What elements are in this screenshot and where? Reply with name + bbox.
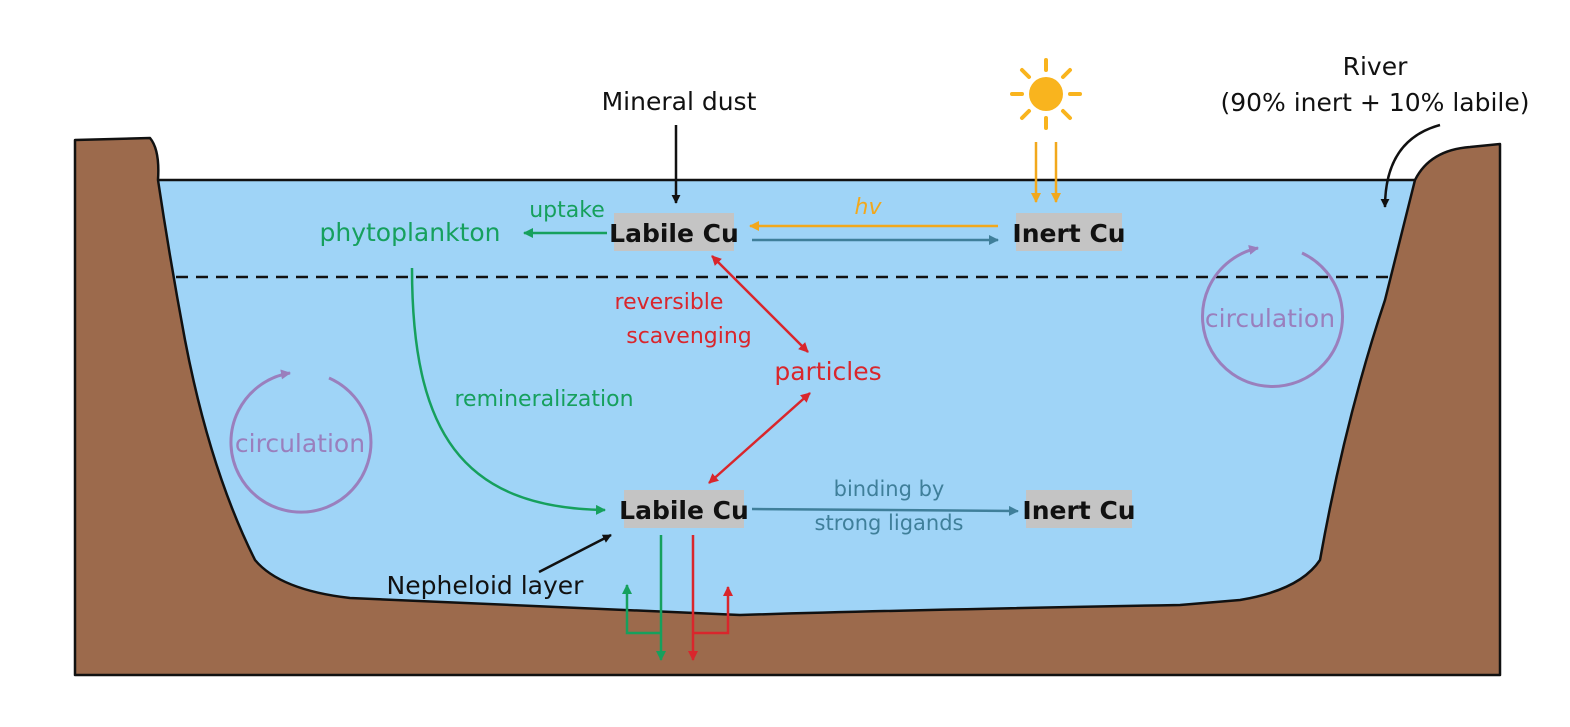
- inert-cu-surface-box: Inert Cu: [1012, 213, 1126, 251]
- phytoplankton-label: phytoplankton: [319, 218, 500, 247]
- reversible-label: reversible: [615, 290, 724, 315]
- scavenging-label: scavenging: [626, 324, 752, 349]
- mineral-dust-label: Mineral dust: [602, 87, 757, 116]
- circulation-right-label: circulation: [1205, 304, 1335, 333]
- labile-cu-surface-box: Labile Cu: [609, 213, 739, 251]
- inert-cu-deep-label: Inert Cu: [1022, 496, 1135, 525]
- green-release-arrow: [622, 584, 661, 635]
- labile-cu-surface-label: Labile Cu: [609, 219, 739, 248]
- scavenging-arrow-lower: [708, 392, 811, 484]
- uptake-label: uptake: [529, 198, 605, 223]
- circulation-arrow-left: [229, 369, 373, 514]
- nepheloid-arrow: [538, 533, 612, 574]
- circulation-arrow-right: [1201, 245, 1344, 388]
- inert-cu-deep-box: Inert Cu: [1022, 490, 1136, 528]
- labile-cu-deep-label: Labile Cu: [619, 496, 749, 525]
- strong-ligands-label: strong ligands: [815, 511, 964, 535]
- deep-binding-arrow: [751, 505, 1019, 516]
- hv-label: hv: [855, 195, 883, 220]
- particles-label: particles: [774, 357, 881, 386]
- labile-cu-deep-box: Labile Cu: [619, 490, 749, 528]
- remineralization-label: remineralization: [454, 387, 633, 412]
- inert-cu-surface-label: Inert Cu: [1012, 219, 1125, 248]
- sediment-basin: [73, 136, 1502, 677]
- river-label: River: [1343, 52, 1408, 81]
- river-input-arrow: [1380, 123, 1441, 208]
- red-release-arrow: [693, 586, 733, 635]
- river-composition-label: (90% inert + 10% labile): [1220, 88, 1529, 117]
- binding-by-label: binding by: [834, 477, 945, 501]
- nepheloid-layer-label: Nepheloid layer: [387, 571, 585, 600]
- sun-icon: [1010, 58, 1082, 130]
- scavenging-arrow-upper: [711, 255, 809, 353]
- circulation-left-label: circulation: [235, 429, 365, 458]
- remineralization-arrow: [410, 267, 606, 515]
